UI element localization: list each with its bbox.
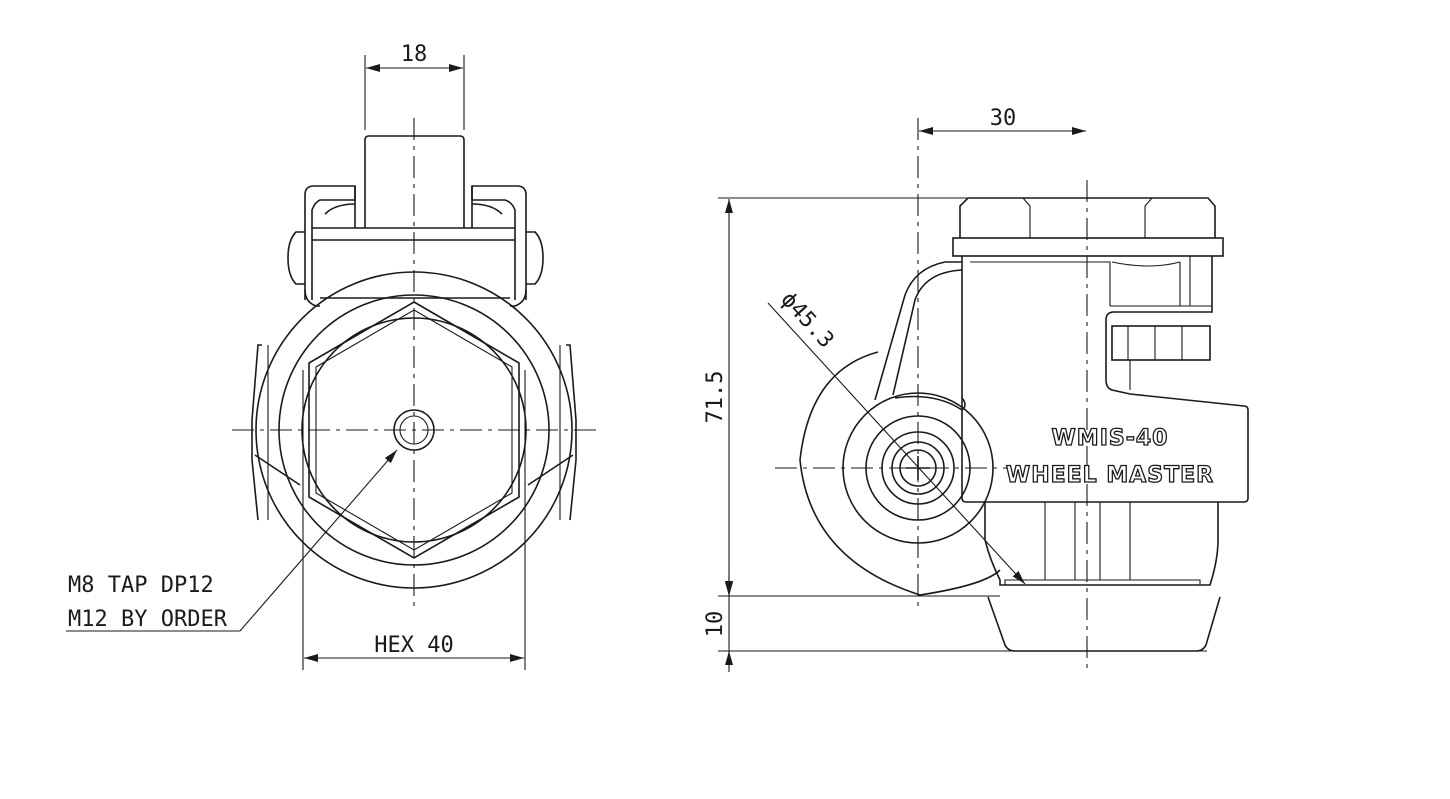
dimension-30: 30 [919, 106, 1086, 135]
front-view: 18 HEX 40 M8 TAP DP12 M12 BY ORDER [66, 42, 596, 670]
dimension-71-5: 71.5 [703, 197, 1000, 597]
dimension-hex: HEX 40 [302, 370, 526, 670]
brand-label: WHEEL MASTER [1006, 463, 1214, 488]
upper-housing [304, 185, 356, 300]
top-cap [959, 197, 1216, 238]
leveling-foot [984, 502, 1219, 586]
dimension-wheel-label: ϕ45.3 [776, 287, 839, 353]
tap-note: M8 TAP DP12 M12 BY ORDER [66, 449, 398, 632]
extended-foot [987, 596, 1221, 652]
model-label: WMIS-40 [1052, 426, 1169, 451]
dimension-18: 18 [364, 42, 465, 130]
fork-arm [874, 261, 962, 401]
tap-note-line2: M12 BY ORDER [68, 607, 228, 632]
dimension-71-5-label: 71.5 [703, 371, 728, 424]
dimension-10: 10 [703, 575, 1005, 672]
dimension-18-label: 18 [401, 42, 428, 67]
dimension-10-label: 10 [703, 611, 728, 638]
side-screw [1111, 325, 1211, 361]
dimension-30-label: 30 [990, 106, 1017, 131]
side-knob-left [287, 231, 305, 285]
side-view: 30 71.5 10 ϕ45.3 WMIS-40 WHEEL MASTER [703, 106, 1249, 672]
wheel [799, 351, 1001, 596]
tap-note-line1: M8 TAP DP12 [68, 573, 214, 598]
dimension-hex-label: HEX 40 [374, 633, 453, 658]
main-body [961, 256, 1249, 503]
side-knob-right [526, 231, 544, 285]
